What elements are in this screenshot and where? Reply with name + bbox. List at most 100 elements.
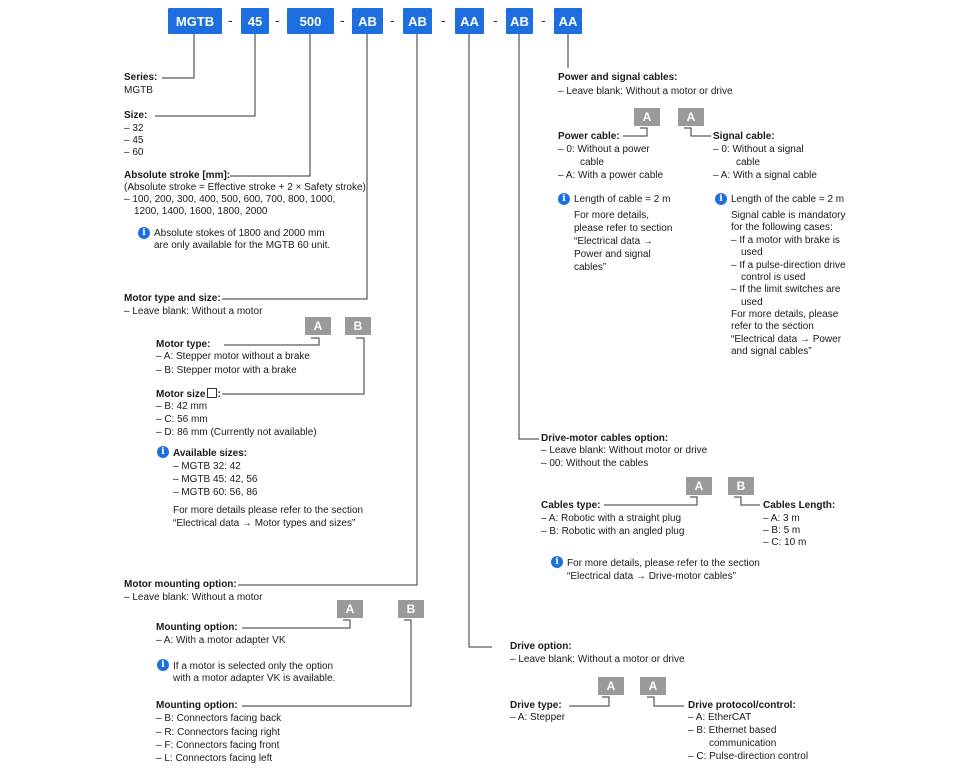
ps-signal-note: For more details, please bbox=[731, 309, 839, 320]
code-drive: AA bbox=[455, 8, 484, 34]
mounting-mount-title: Mounting option: bbox=[156, 700, 238, 711]
ps-box-b: A bbox=[678, 108, 704, 126]
drive-proto-item: – C: Pulse-direction control bbox=[688, 751, 809, 762]
ps-signal-item: – 0: Without a signal bbox=[713, 144, 804, 155]
info-icon: i bbox=[138, 227, 150, 239]
info-icon: i bbox=[551, 556, 563, 568]
motor-avail-item: – MGTB 60: 56, 86 bbox=[173, 487, 258, 498]
mounting-opt-item: – A: With a motor adapter VK bbox=[156, 635, 286, 646]
dm-note: For more details, please refer to the se… bbox=[567, 558, 760, 569]
code-separator: - bbox=[275, 12, 280, 28]
ps-signal-item: – A: With a signal cable bbox=[713, 170, 817, 181]
code-drive-motor: AB bbox=[506, 8, 533, 34]
connector-mount-b bbox=[242, 619, 412, 707]
ps-signal-note: used bbox=[741, 297, 763, 308]
info-icon: i bbox=[715, 193, 727, 205]
ps-signal-note: “Electrical data → Power bbox=[731, 334, 842, 345]
dm-type-title: Cables type: bbox=[541, 500, 601, 511]
code-stroke: 500 bbox=[287, 8, 334, 34]
dm-len-item: – C: 10 m bbox=[763, 537, 807, 548]
mounting-note: If a motor is selected only the option bbox=[173, 661, 334, 672]
code-separator: - bbox=[493, 12, 498, 28]
code-separator: - bbox=[228, 12, 233, 28]
motor-blank: – Leave blank: Without a motor bbox=[124, 306, 263, 317]
motor-size-title-colon: : bbox=[217, 389, 221, 400]
motor-type-item: – B: Stepper motor with a brake bbox=[156, 365, 297, 376]
mounting-note: with a motor adapter VK is available. bbox=[173, 673, 336, 684]
motor-size-item: – C: 56 mm bbox=[156, 414, 208, 425]
connector-ps-b bbox=[684, 127, 711, 137]
dm-box-b: B bbox=[728, 477, 754, 495]
connector-drive-a bbox=[569, 696, 610, 707]
connector-motor-b bbox=[222, 337, 365, 395]
ps-power-note: Length of cable = 2 m bbox=[574, 194, 671, 205]
connector-drive-motor bbox=[518, 34, 539, 440]
ps-power-item: cable bbox=[580, 157, 604, 168]
ps-signal-note: – If the limit switches are bbox=[731, 284, 841, 295]
mounting-box-b: B bbox=[398, 600, 424, 618]
motor-size-item: – B: 42 mm bbox=[156, 401, 208, 412]
code-size: 45 bbox=[241, 8, 269, 34]
stroke-values: – 100, 200, 300, 400, 500, 600, 700, 800… bbox=[124, 194, 336, 205]
ps-signal-note: – If a motor with brake is bbox=[731, 235, 840, 246]
code-separator: - bbox=[441, 12, 446, 28]
dm-title: Drive-motor cables option: bbox=[541, 433, 669, 444]
ps-power-note: please refer to section bbox=[574, 223, 673, 234]
ps-signal-note: refer to the section bbox=[731, 321, 814, 332]
ps-signal-item: cable bbox=[736, 157, 760, 168]
stroke-title: Absolute stroke [mm]: bbox=[124, 170, 231, 181]
mounting-blank: – Leave blank: Without a motor bbox=[124, 592, 263, 603]
drive-type-item: – A: Stepper bbox=[510, 712, 566, 723]
ps-signal-note: control is used bbox=[741, 272, 806, 283]
motor-details: “Electrical data → Motor types and sizes… bbox=[173, 518, 356, 529]
stroke-note: Absolute stokes of 1800 and 2000 mm bbox=[154, 228, 325, 239]
motor-details: For more details please refer to the sec… bbox=[173, 505, 364, 516]
dm-box-a: A bbox=[686, 477, 712, 495]
drive-proto-item: communication bbox=[709, 738, 777, 749]
stroke-note: are only available for the MGTB 60 unit. bbox=[154, 240, 331, 251]
motor-type-title: Motor type: bbox=[156, 339, 211, 350]
code-motor: AB bbox=[352, 8, 383, 34]
series-value: MGTB bbox=[124, 85, 153, 96]
series-title: Series: bbox=[124, 72, 158, 83]
size-item: – 32 bbox=[124, 123, 144, 134]
size-item: – 60 bbox=[124, 147, 144, 158]
ps-signal-note: for the following cases: bbox=[731, 222, 833, 233]
connector-stroke bbox=[230, 34, 311, 177]
size-title: Size: bbox=[124, 110, 148, 121]
code-separator: - bbox=[340, 12, 345, 28]
ps-signal-note: and signal cables” bbox=[731, 346, 812, 357]
ps-signal-note: – If a pulse-direction drive bbox=[731, 260, 846, 271]
motor-size-title: Motor size: bbox=[156, 388, 221, 402]
connector-dm-a bbox=[604, 496, 698, 506]
dm-len-item: – B: 5 m bbox=[763, 525, 801, 536]
motor-avail-title: Available sizes: bbox=[173, 448, 248, 459]
ps-power-title: Power cable: bbox=[558, 131, 620, 142]
connector-size bbox=[155, 34, 256, 117]
code-series: MGTB bbox=[168, 8, 222, 34]
ps-signal-note: Signal cable is mandatory bbox=[731, 210, 846, 221]
info-icon: i bbox=[157, 659, 169, 671]
mounting-box-a: A bbox=[337, 600, 363, 618]
dm-len-title: Cables Length: bbox=[763, 500, 836, 511]
ps-box-a: A bbox=[634, 108, 660, 126]
dm-len-item: – A: 3 m bbox=[763, 513, 800, 524]
motor-avail-item: – MGTB 45: 42, 56 bbox=[173, 474, 258, 485]
info-icon: i bbox=[157, 446, 169, 458]
connector-series bbox=[162, 34, 195, 79]
ps-power-note: Power and signal bbox=[574, 249, 651, 260]
ps-power-item: – 0: Without a power bbox=[558, 144, 650, 155]
drive-proto-item: – B: Ethernet based bbox=[688, 725, 777, 736]
ps-power-note: For more details, bbox=[574, 210, 650, 221]
connector-motor-a bbox=[224, 337, 320, 346]
code-separator: - bbox=[541, 12, 546, 28]
mounting-mount-item: – B: Connectors facing back bbox=[156, 713, 282, 724]
dm-type-item: – A: Robotic with a straight plug bbox=[541, 513, 682, 524]
motor-title: Motor type and size: bbox=[124, 293, 221, 304]
size-item: – 45 bbox=[124, 135, 144, 146]
motor-size-item: – D: 86 mm (Currently not available) bbox=[156, 427, 317, 438]
motor-box-b: B bbox=[345, 317, 371, 335]
dm-none: – 00: Without the cables bbox=[541, 458, 649, 469]
ps-title: Power and signal cables: bbox=[558, 72, 678, 83]
ps-power-note: cables” bbox=[574, 262, 607, 273]
